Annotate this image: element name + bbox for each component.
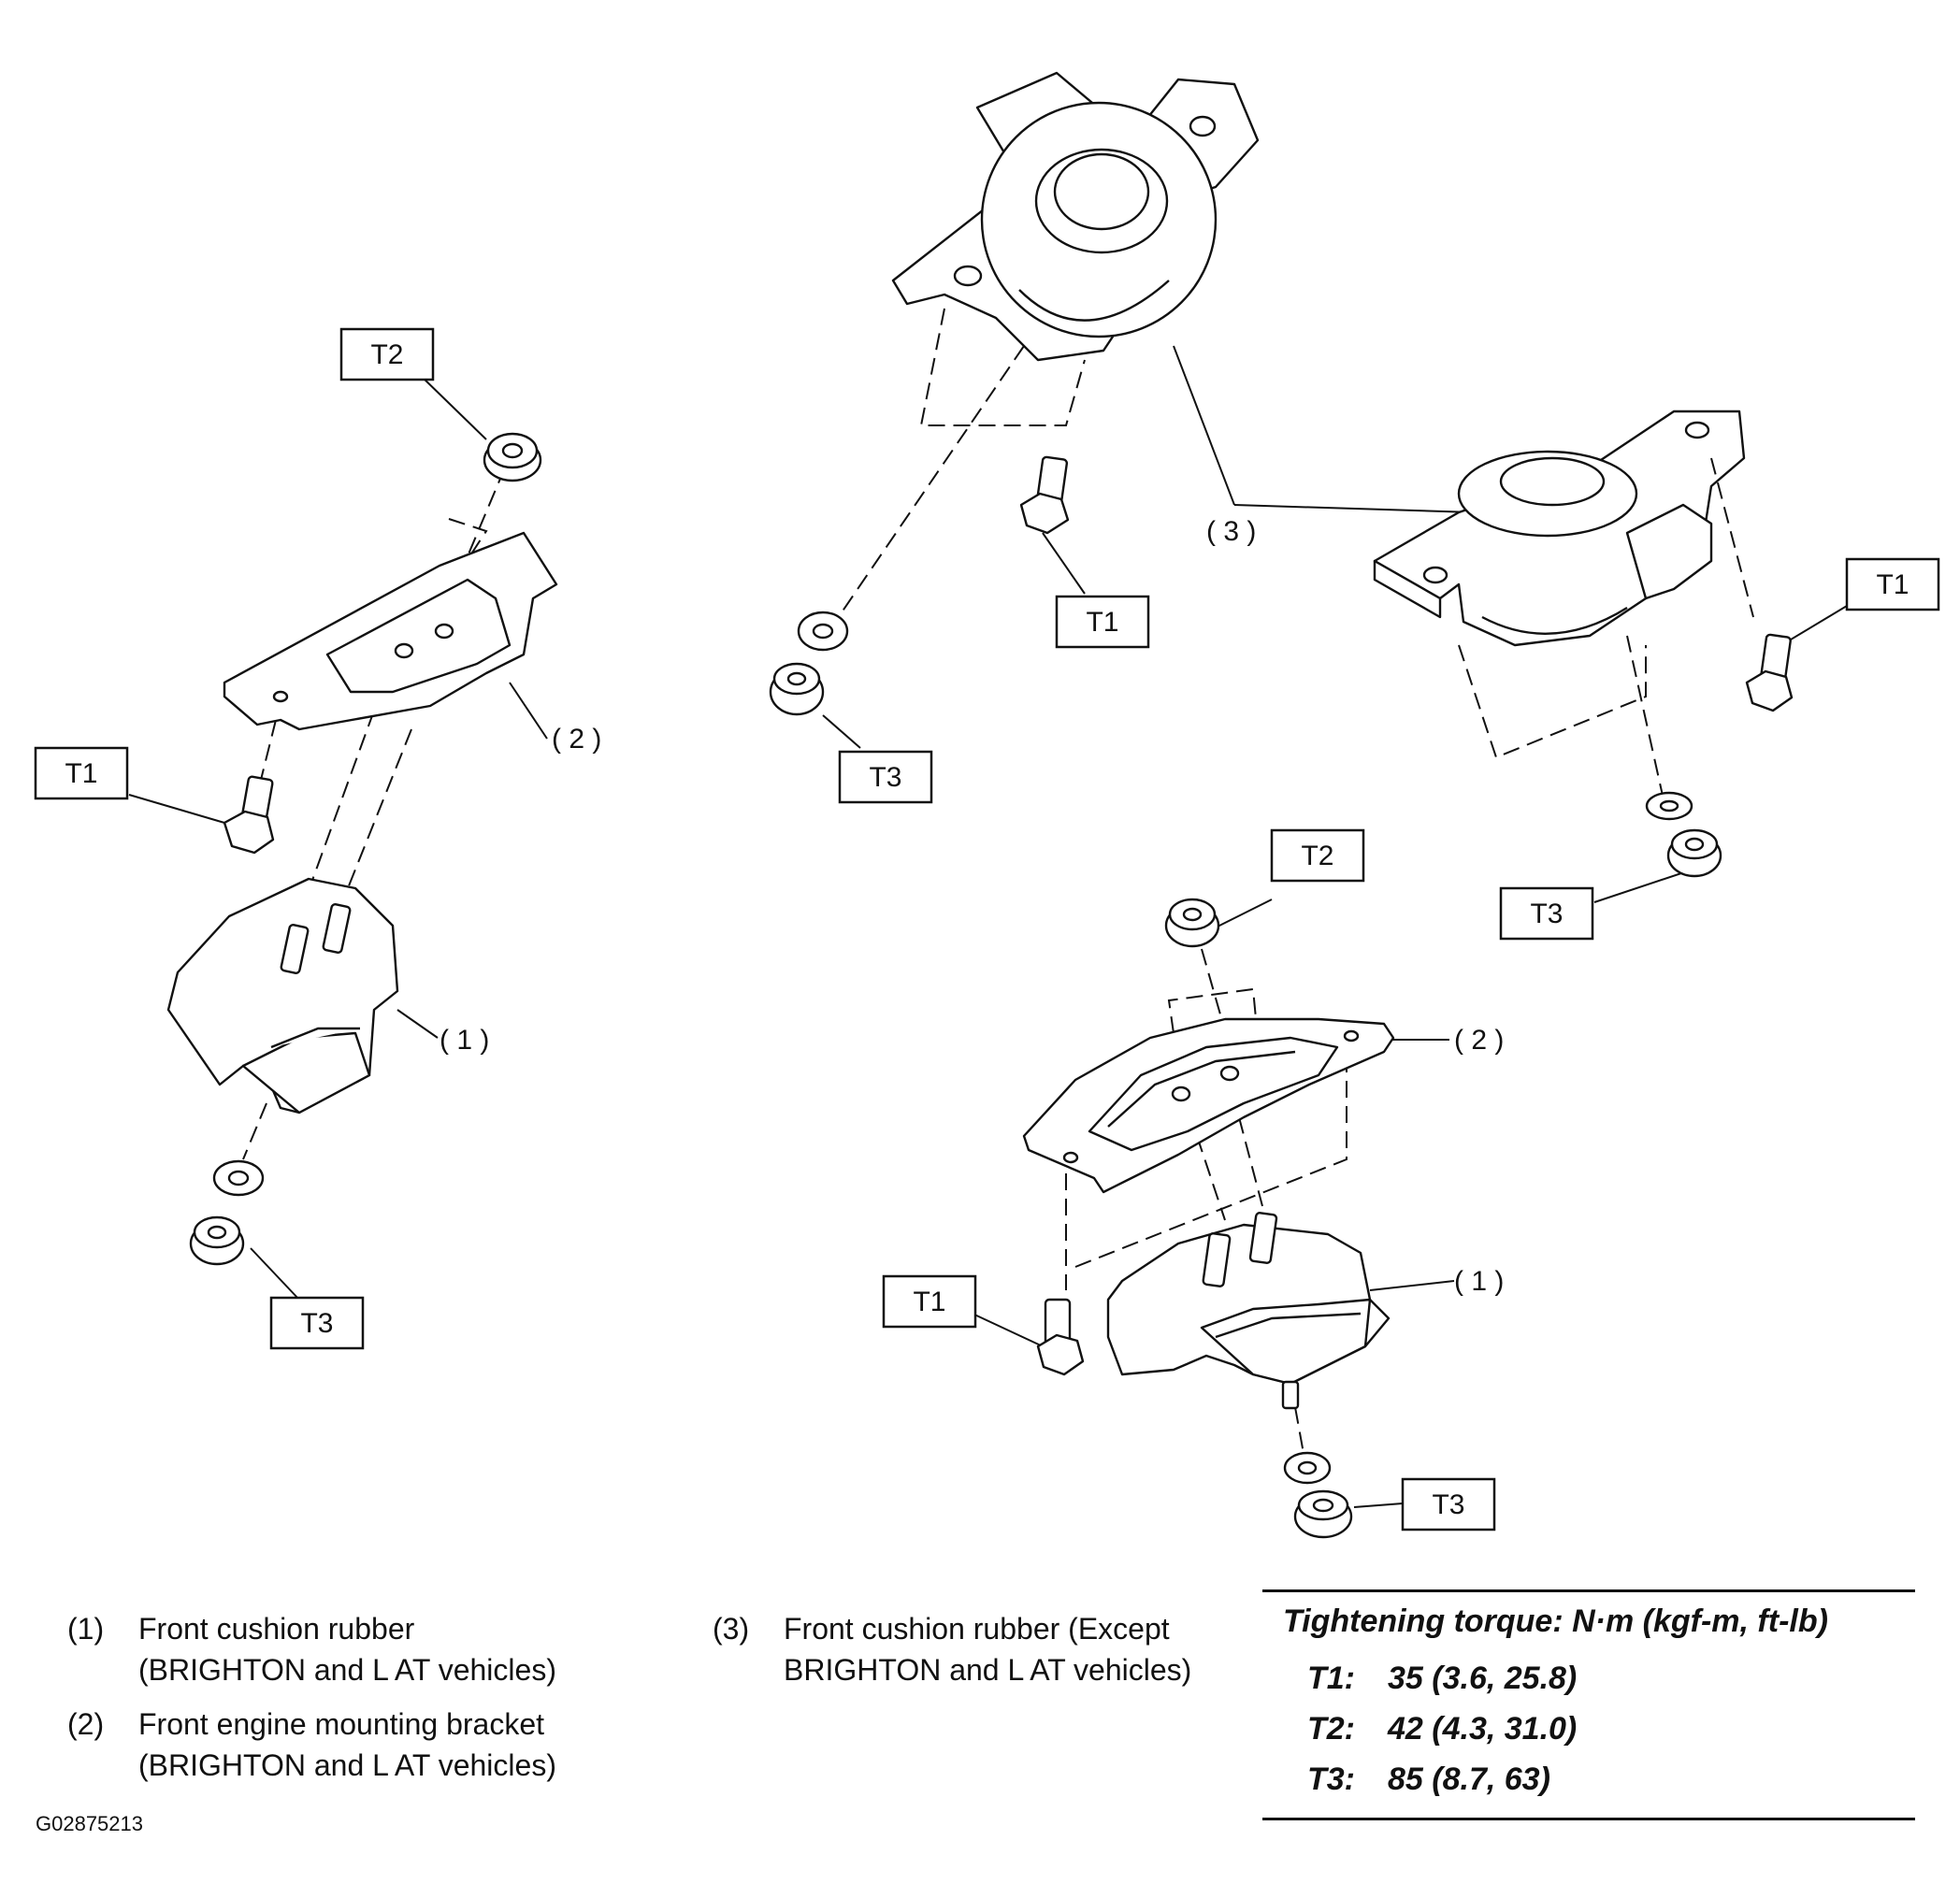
torque-key: T3: [1307, 1761, 1355, 1797]
ref-2-left: ( 2 ) [552, 724, 601, 755]
legend-left: (1) Front cushion rubber (BRIGHTON and L… [67, 1608, 556, 1799]
legend-num: (3) [713, 1612, 750, 1646]
nut-t2-bottom [1164, 898, 1220, 948]
legend-item-3: (3) Front cushion rubber (Except BRIGHTO… [713, 1608, 1191, 1690]
callout-t1-top: T1 [1086, 607, 1118, 638]
callout-t3-top: T3 [869, 762, 901, 793]
washer-left [212, 1159, 265, 1197]
cushion-rubber-top [891, 71, 1260, 362]
legend-middle: (3) Front cushion rubber (Except BRIGHTO… [713, 1608, 1191, 1704]
callout-t2-bottom: T2 [1301, 841, 1333, 871]
cushion-rubber-right [1373, 410, 1746, 647]
torque-row: T2: 42 (4.3, 31.0) [1262, 1704, 1915, 1754]
torque-key: T1: [1307, 1661, 1355, 1696]
nut-t3-top [769, 662, 825, 716]
legend-num: (1) [67, 1612, 105, 1646]
torque-value: 35 (3.6, 25.8) [1388, 1661, 1578, 1696]
callout-t1-right: T1 [1876, 569, 1909, 600]
ref-3: ( 3 ) [1206, 516, 1256, 547]
torque-row: T3: 85 (8.7, 63) [1262, 1754, 1915, 1805]
bolt-t1-top [1019, 455, 1070, 535]
bolt-t1-right [1745, 633, 1794, 712]
nut-t3-right [1666, 828, 1722, 878]
nut-t3-bottom [1293, 1489, 1353, 1539]
washer-right [1645, 791, 1693, 821]
callout-t1-left: T1 [65, 758, 97, 789]
legend-text: Front cushion rubber [138, 1612, 415, 1646]
legend-text: (BRIGHTON and L AT vehicles) [138, 1748, 556, 1782]
ref-1-left: ( 1 ) [440, 1025, 489, 1056]
bolt-t1-left [223, 775, 275, 855]
washer-bottom [1283, 1451, 1332, 1485]
torque-table: Tightening torque: N·m (kgf-m, ft-lb) T1… [1262, 1589, 1915, 1820]
ref-1-bottom: ( 1 ) [1454, 1266, 1504, 1297]
callout-t2-left: T2 [370, 339, 403, 370]
torque-value: 42 (4.3, 31.0) [1388, 1711, 1578, 1747]
bottom-right-connectors [972, 899, 1455, 1508]
mounting-bracket-bottom [1022, 1017, 1395, 1194]
nut-t3-left [189, 1215, 245, 1266]
bolt-t1-bottom [1036, 1298, 1085, 1376]
nut-t2-left [483, 432, 542, 482]
cushion-rubber-left [166, 877, 399, 1114]
cushion-rubber-bottom [1106, 1212, 1391, 1410]
torque-title: Tightening torque: N·m (kgf-m, ft-lb) [1283, 1603, 1828, 1639]
callout-t3-right: T3 [1530, 899, 1563, 929]
mounting-bracket-left [223, 531, 558, 731]
torque-row: T1: 35 (3.6, 25.8) [1262, 1653, 1915, 1704]
exploded-view-diagram: T2 T1 T3 ( 2 ) ( 1 ) T1 [34, 71, 1940, 1539]
legend-text: BRIGHTON and L AT vehicles) [784, 1653, 1192, 1687]
torque-value: 85 (8.7, 63) [1388, 1761, 1550, 1797]
callout-t3-left: T3 [300, 1308, 333, 1339]
torque-key: T2: [1307, 1711, 1355, 1747]
left-assembly: T2 T1 T3 ( 2 ) ( 1 ) [34, 327, 601, 1350]
legend-text: Front cushion rubber (Except [784, 1612, 1170, 1646]
legend-text: Front engine mounting bracket [138, 1707, 545, 1741]
legend-num: (2) [67, 1707, 105, 1741]
legend-item-1: (1) Front cushion rubber (BRIGHTON and L… [67, 1608, 556, 1690]
callout-t3-bottom: T3 [1432, 1489, 1464, 1520]
callout-t1-bottom: T1 [913, 1287, 945, 1317]
washer-top [797, 611, 849, 652]
ref-2-bottom: ( 2 ) [1454, 1025, 1504, 1056]
top-connectors [822, 308, 1474, 749]
legend-text: (BRIGHTON and L AT vehicles) [138, 1653, 556, 1687]
figure-code: G02875213 [36, 1812, 143, 1835]
legend-item-2: (2) Front engine mounting bracket (BRIGH… [67, 1704, 556, 1786]
